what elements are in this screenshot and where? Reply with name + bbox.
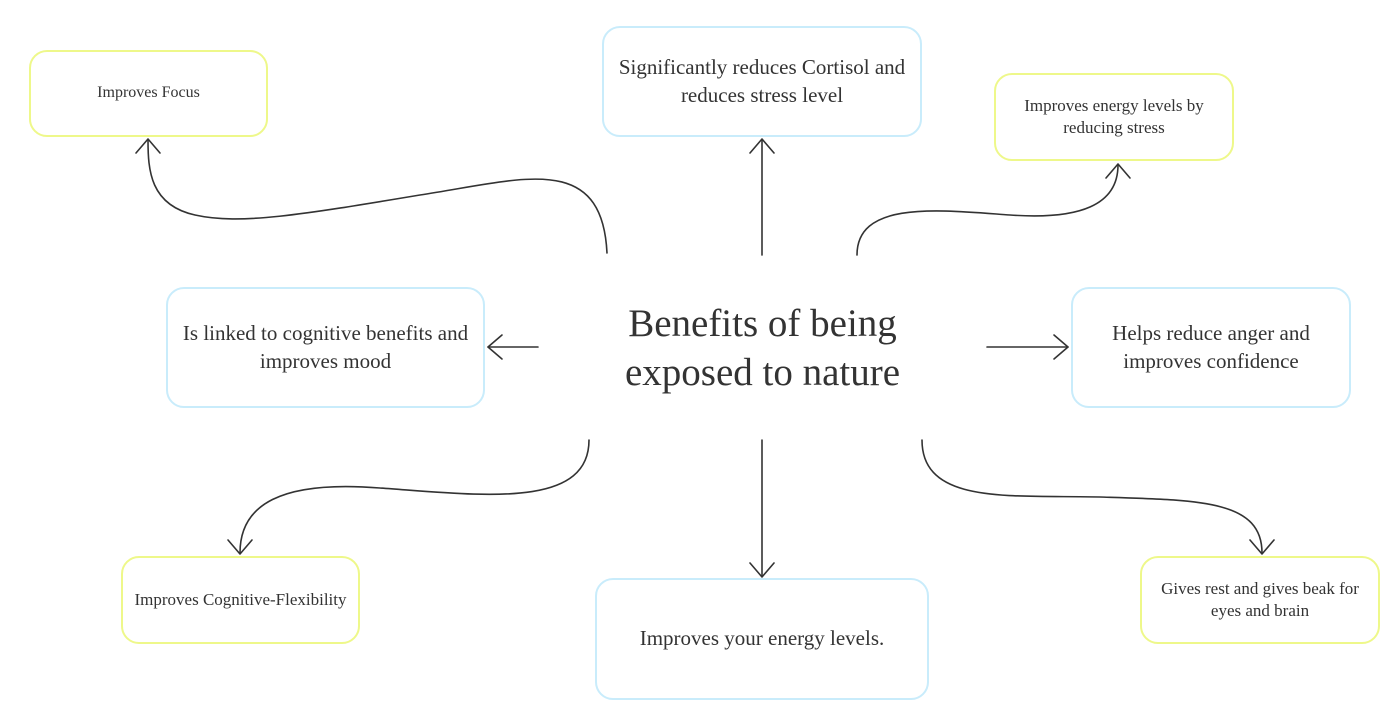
arrowhead-cognitive-mood [487, 334, 503, 360]
connector-to-cognitive-flexibility [239, 439, 590, 554]
node-label: Improves Cognitive-Flexibility [134, 589, 347, 609]
node-label: Improves energy levels by reducing stres… [1024, 95, 1204, 137]
node-anger-confidence: Helps reduce anger and improves confiden… [1071, 287, 1351, 408]
arrowhead-cognitive-flexibility [227, 539, 253, 555]
node-label: Improves Focus [97, 84, 200, 102]
node-energy-levels: Improves your energy levels. [595, 578, 929, 700]
arrowhead-energy-levels [749, 562, 775, 578]
arrowhead-anger-confidence [1053, 334, 1069, 360]
arrowhead-cortisol [749, 138, 775, 154]
connector-to-energy-stress [856, 164, 1119, 256]
connector-to-improves-focus [147, 139, 608, 254]
node-cognitive-flexibility: Improves Cognitive-Flexibility [121, 556, 360, 644]
connector-to-rest-eyes [921, 439, 1263, 554]
node-energy-by-reducing-stress: Improves energy levels by reducing stres… [994, 73, 1234, 161]
node-label: Gives rest and gives beak for eyes and b… [1161, 578, 1359, 620]
node-label: Helps reduce anger and improves confiden… [1112, 321, 1310, 373]
node-improves-focus: Improves Focus [29, 50, 268, 137]
arrowhead-improves-focus [135, 138, 161, 154]
node-rest-eyes-brain: Gives rest and gives beak for eyes and b… [1140, 556, 1380, 644]
arrowhead-rest-eyes [1249, 539, 1275, 555]
node-label: Improves your energy levels. [639, 626, 885, 651]
central-topic: Benefits of being exposed to nature [624, 301, 901, 394]
arrowhead-energy-stress [1105, 163, 1131, 179]
node-reduces-cortisol: Significantly reduces Cortisol and reduc… [602, 26, 922, 137]
node-label: Is linked to cognitive benefits and impr… [182, 321, 469, 373]
node-label: Significantly reduces Cortisol and reduc… [618, 55, 906, 107]
node-cognitive-benefits-mood: Is linked to cognitive benefits and impr… [166, 287, 485, 408]
